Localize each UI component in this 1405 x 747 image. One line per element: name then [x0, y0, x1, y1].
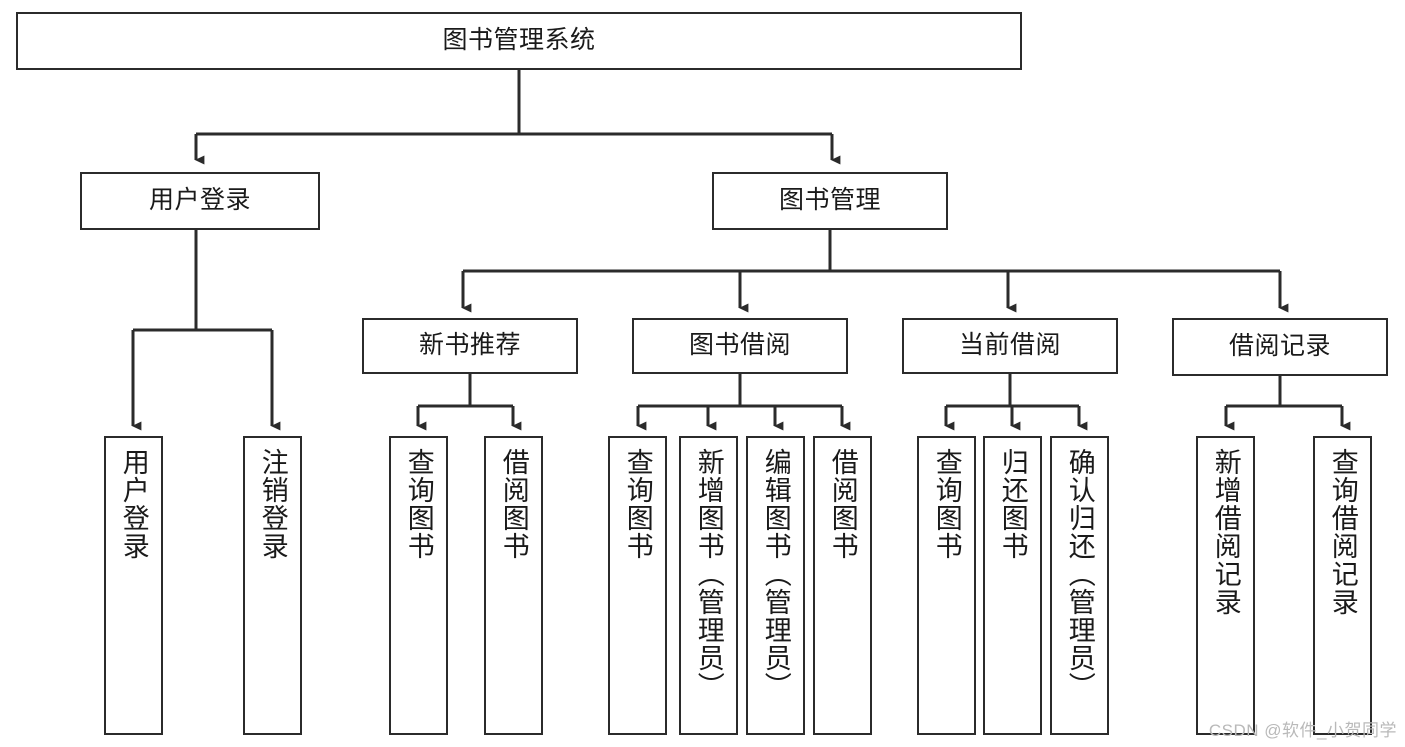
node-user-login[interactable]: 用户登录	[80, 172, 320, 230]
node-leaf-query-book-3[interactable]: 查询图书	[917, 436, 976, 735]
node-label: 借阅图书	[498, 448, 529, 560]
node-current-borrow[interactable]: 当前借阅	[902, 318, 1118, 374]
node-label: 归还图书	[997, 448, 1028, 560]
node-label: 新增借阅记录	[1210, 448, 1241, 616]
node-root-book-management-system[interactable]: 图书管理系统	[16, 12, 1022, 70]
node-label: 新书推荐	[418, 331, 521, 360]
node-label: 当前借阅	[958, 331, 1061, 360]
csdn-watermark: CSDN @软件_小贺同学	[1208, 721, 1397, 740]
node-leaf-logout-login[interactable]: 注销登录	[243, 436, 302, 735]
node-leaf-confirm-return[interactable]: 确认归还（管理员）	[1050, 436, 1109, 735]
node-label: 查询借阅记录	[1327, 448, 1358, 616]
node-label: 图书管理	[778, 186, 881, 215]
node-label: 新增图书（管理员）	[693, 448, 724, 700]
node-leaf-user-login[interactable]: 用户登录	[104, 436, 163, 735]
node-label: 图书管理系统	[442, 26, 596, 55]
node-label: 图书借阅	[688, 331, 791, 360]
node-label: 用户登录	[148, 186, 251, 215]
node-borrow-record[interactable]: 借阅记录	[1172, 318, 1388, 376]
node-label: 查询图书	[931, 448, 962, 560]
node-label: 借阅图书	[827, 448, 858, 560]
node-label: 查询图书	[403, 448, 434, 560]
node-label: 查询图书	[622, 448, 653, 560]
node-leaf-query-book-2[interactable]: 查询图书	[608, 436, 667, 735]
node-label: 确认归还（管理员）	[1064, 448, 1095, 700]
node-leaf-add-record[interactable]: 新增借阅记录	[1196, 436, 1255, 735]
node-label: 编辑图书（管理员）	[760, 448, 791, 700]
node-new-book-recommend[interactable]: 新书推荐	[362, 318, 578, 374]
node-leaf-return-book[interactable]: 归还图书	[983, 436, 1042, 735]
node-book-management[interactable]: 图书管理	[712, 172, 948, 230]
node-leaf-edit-book[interactable]: 编辑图书（管理员）	[746, 436, 805, 735]
node-label: 借阅记录	[1228, 332, 1331, 361]
node-leaf-query-book-1[interactable]: 查询图书	[389, 436, 448, 735]
node-leaf-query-record[interactable]: 查询借阅记录	[1313, 436, 1372, 735]
node-leaf-add-book[interactable]: 新增图书（管理员）	[679, 436, 738, 735]
node-book-borrow[interactable]: 图书借阅	[632, 318, 848, 374]
node-leaf-borrow-book-2[interactable]: 借阅图书	[813, 436, 872, 735]
node-label: 用户登录	[118, 448, 149, 560]
node-label: 注销登录	[257, 448, 288, 560]
node-leaf-borrow-book-1[interactable]: 借阅图书	[484, 436, 543, 735]
